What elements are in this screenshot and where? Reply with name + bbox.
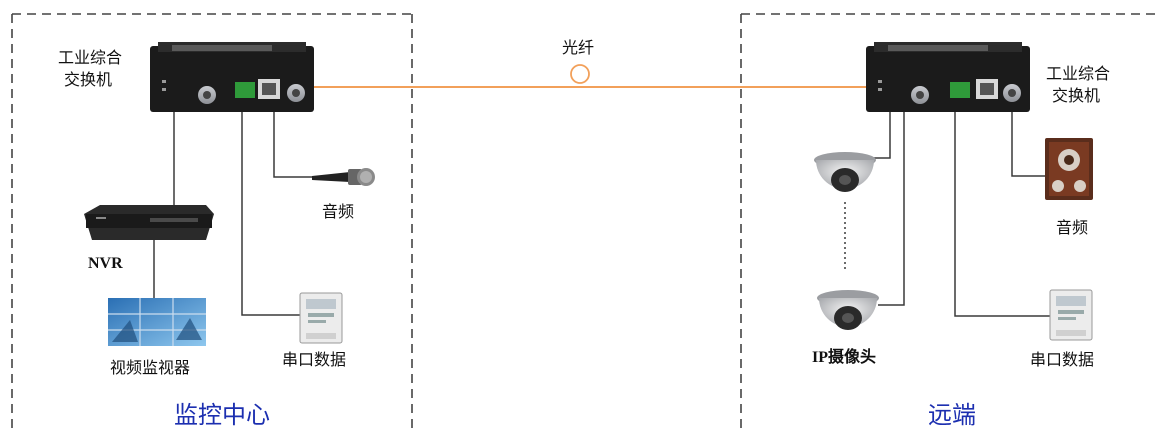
right-zone-title: 远端 (928, 401, 976, 429)
camera-label: IP摄像头 (812, 349, 877, 366)
right-audio-label: 音频 (1056, 218, 1089, 237)
fiber-label: 光纤 (562, 38, 595, 57)
left-connections (153, 110, 313, 316)
speaker-icon (1045, 138, 1093, 200)
right-connections (844, 110, 1050, 317)
right-serial-meter-icon (1049, 289, 1093, 341)
left-zone-title: 监控中心 (174, 401, 270, 429)
dome-camera-top-icon (814, 152, 876, 192)
right-switch-label-line1: 工业综合 (1046, 64, 1111, 83)
left-switch-label-line1: 工业综合 (58, 48, 123, 67)
left-zone-boundary (11, 13, 413, 433)
right-switch-label-line2: 交换机 (1052, 86, 1101, 105)
fiber-marker (570, 64, 590, 84)
left-serial-meter-icon (299, 292, 343, 344)
video-monitor-wall (108, 298, 206, 346)
nvr-label: NVR (88, 255, 123, 272)
left-switch-device (150, 42, 314, 112)
nvr-device (84, 205, 214, 240)
dome-camera-bottom-icon (817, 290, 879, 330)
left-serial-label: 串口数据 (282, 350, 347, 369)
right-switch-device (866, 42, 1030, 112)
left-switch-label-line2: 交换机 (64, 70, 113, 89)
right-serial-label: 串口数据 (1030, 350, 1095, 369)
left-audio-label: 音频 (322, 202, 355, 221)
right-zone-boundary (740, 13, 1156, 433)
monitor-label: 视频监视器 (110, 358, 191, 377)
microphone-icon (312, 168, 375, 186)
